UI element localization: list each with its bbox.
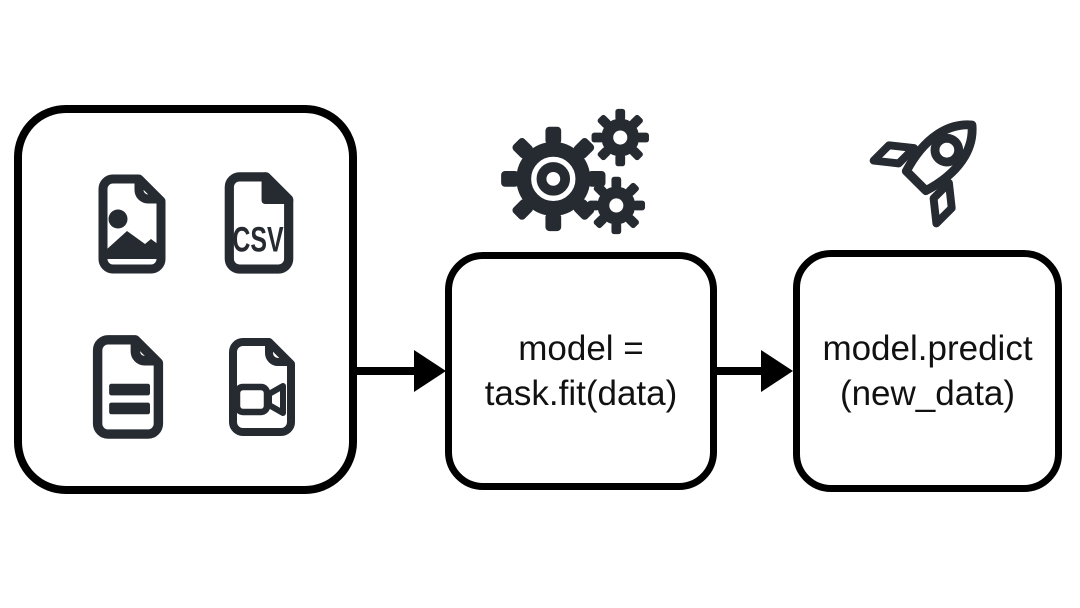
train-code-line1: model =: [518, 329, 644, 368]
image-file-icon: [98, 174, 166, 274]
text-file-icon: [92, 335, 164, 439]
train-node: model = task.fit(data): [445, 252, 717, 490]
predict-code-line2: (new_data): [839, 374, 1016, 413]
csv-file-label: CSV: [232, 221, 283, 260]
train-code-label: model = task.fit(data): [485, 326, 678, 416]
data-sources-node: [14, 105, 357, 494]
video-file-icon: [229, 338, 295, 436]
predict-code-line1: model.predict: [822, 329, 1033, 368]
arrow-data-to-train: [354, 350, 446, 392]
predict-node: model.predict (new_data): [793, 250, 1062, 492]
rocket-icon: [869, 120, 977, 228]
csv-file-icon: CSV: [224, 172, 294, 274]
arrow-train-to-predict: [715, 350, 793, 392]
predict-code-label: model.predict (new_data): [822, 326, 1032, 416]
train-code-line2: task.fit(data): [484, 374, 678, 413]
gears-icon: [501, 108, 649, 235]
